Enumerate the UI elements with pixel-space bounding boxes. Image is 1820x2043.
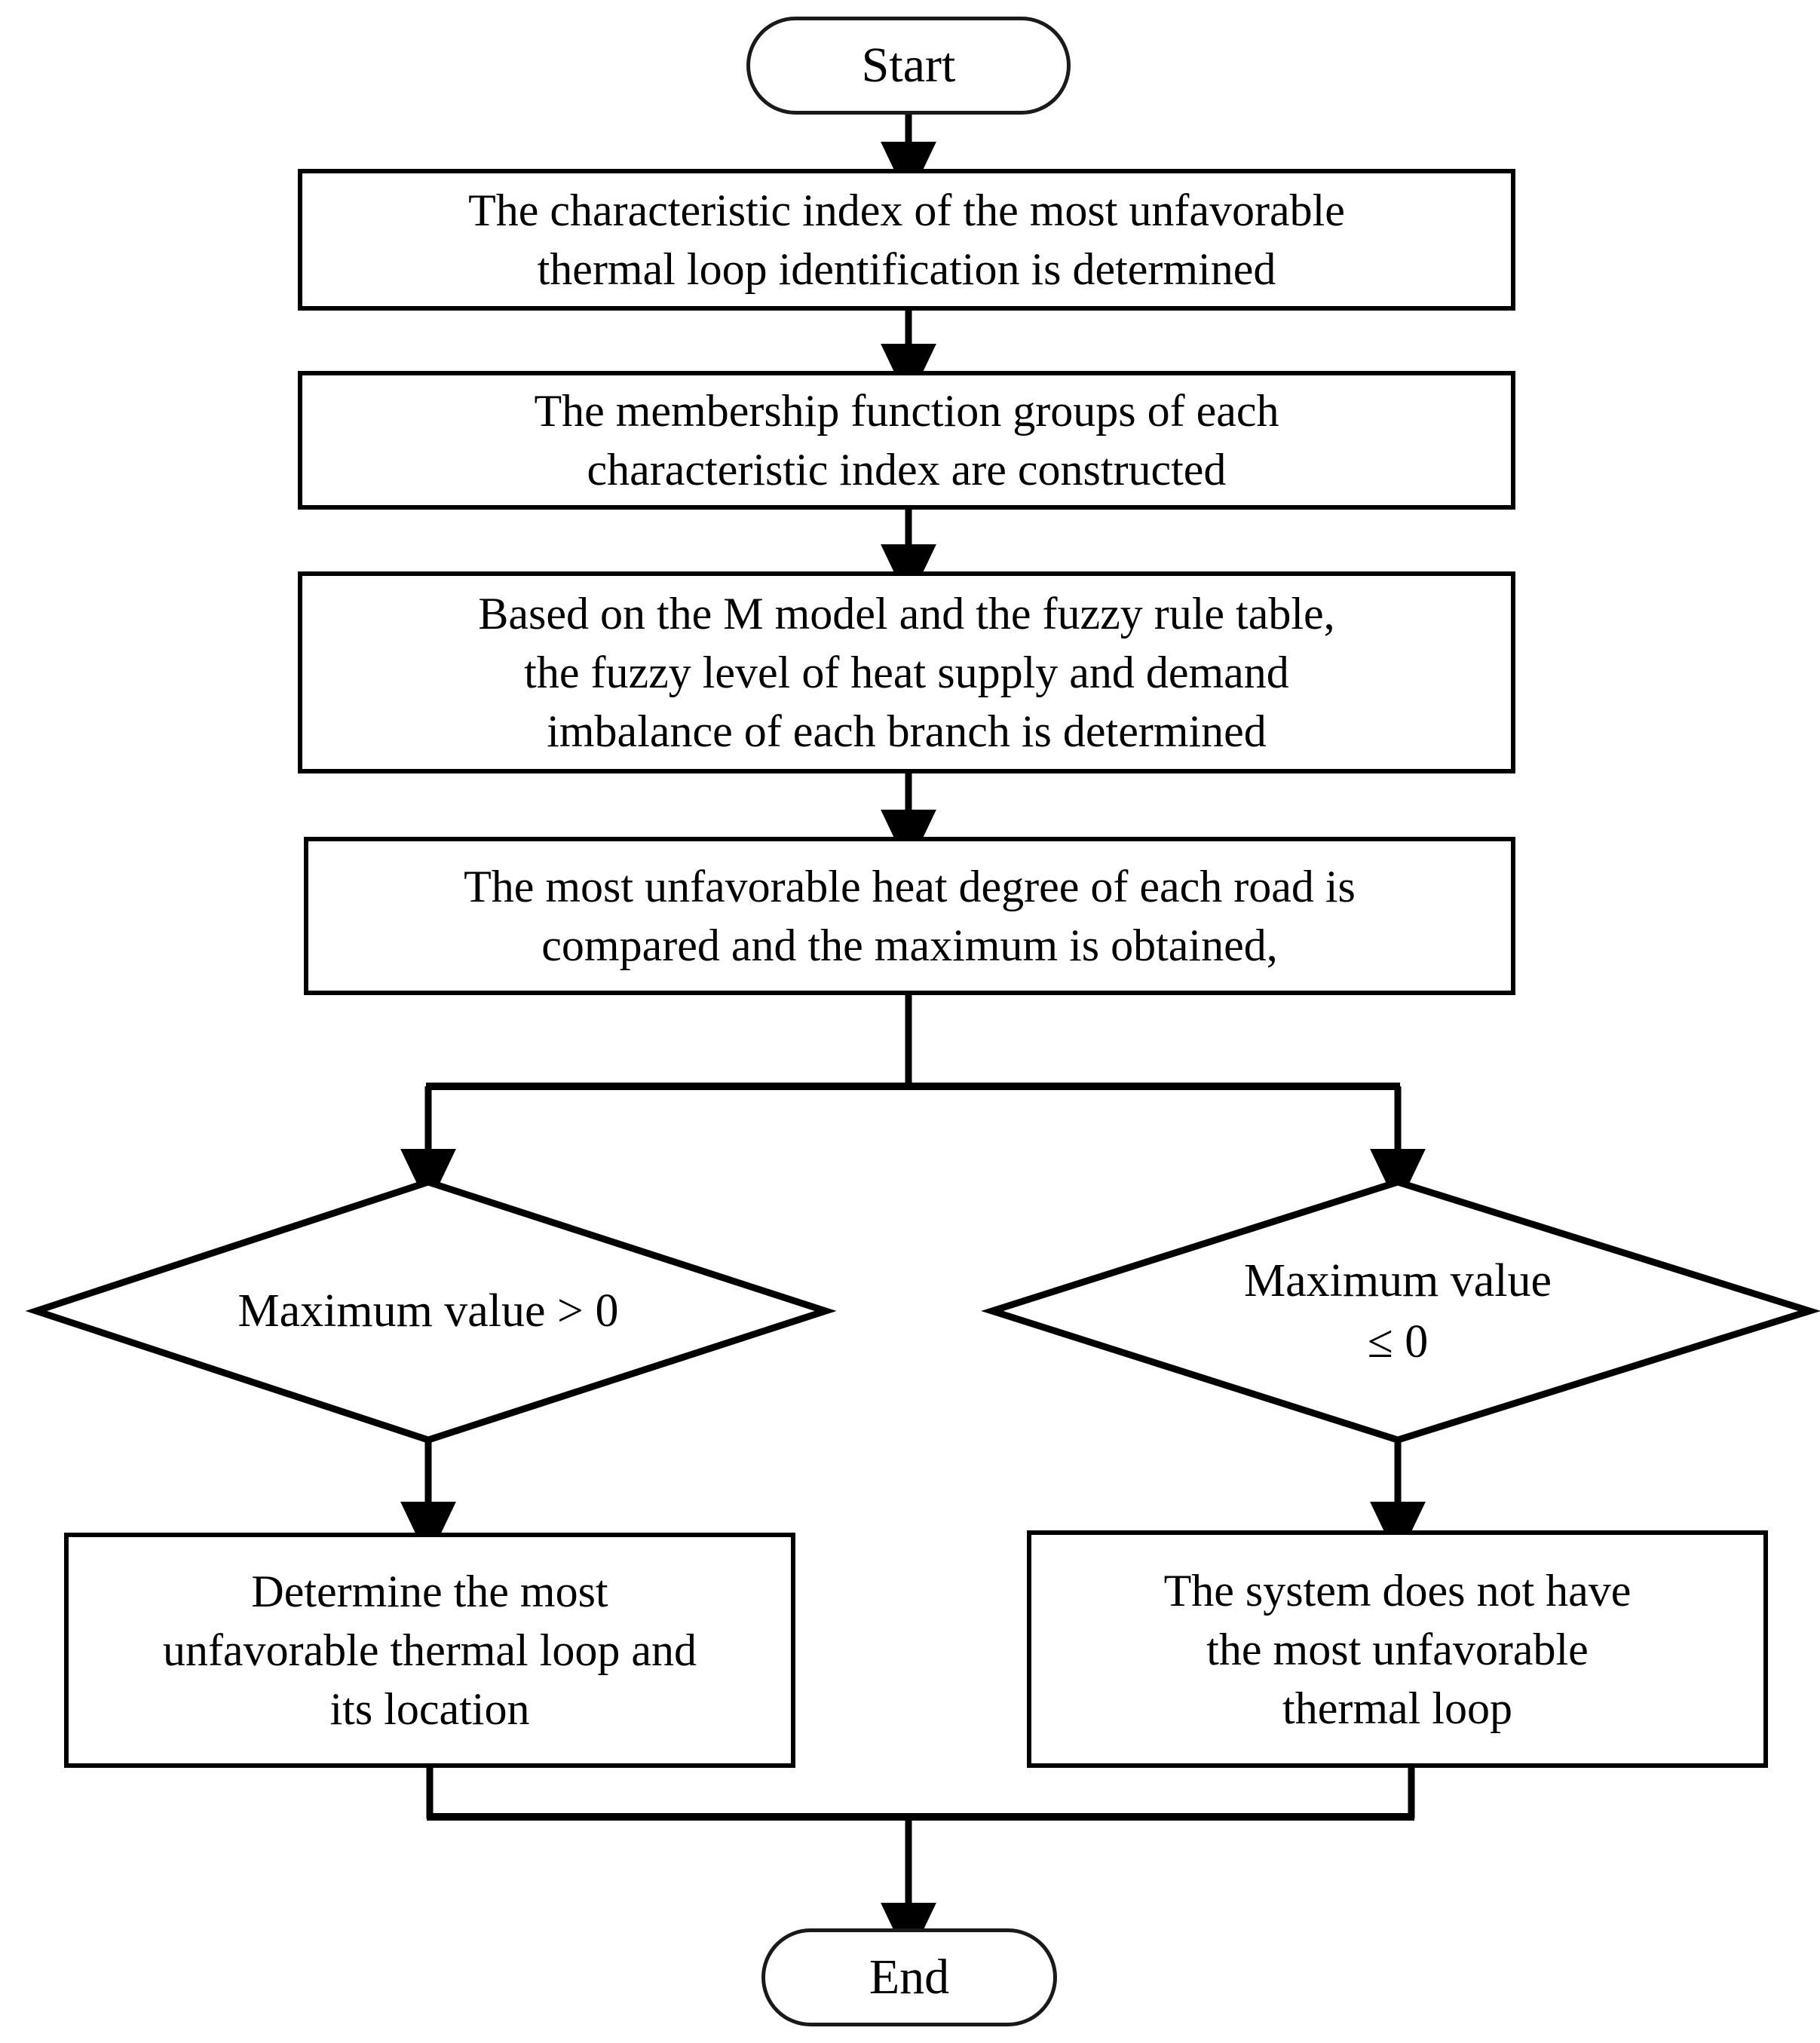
node-decision-right-label: Maximum value ≤ 0 xyxy=(1243,1255,1552,1368)
node-step4-label: The most unfavorable heat degree of each… xyxy=(464,862,1356,970)
node-result-left-label: Determine the most unfavorable thermal l… xyxy=(162,1567,697,1734)
node-decision-left[interactable]: Maximum value > 0 xyxy=(142,1273,715,1349)
node-step3-label: Based on the M model and the fuzzy rule … xyxy=(478,589,1335,756)
node-result-left[interactable]: Determine the most unfavorable thermal l… xyxy=(64,1533,795,1768)
node-end[interactable]: End xyxy=(761,1928,1057,2026)
node-step3[interactable]: Based on the M model and the fuzzy rule … xyxy=(298,571,1515,773)
node-decision-left-label: Maximum value > 0 xyxy=(237,1285,619,1337)
node-start[interactable]: Start xyxy=(746,17,1071,115)
node-start-label: Start xyxy=(861,38,956,93)
node-step4[interactable]: The most unfavorable heat degree of each… xyxy=(304,837,1515,995)
node-result-right-label: The system does not have the most unfavo… xyxy=(1163,1565,1632,1733)
node-step2-label: The membership function groups of each c… xyxy=(534,386,1279,495)
node-decision-right[interactable]: Maximum value ≤ 0 xyxy=(1111,1240,1684,1383)
node-step2[interactable]: The membership function groups of each c… xyxy=(298,371,1515,510)
node-end-label: End xyxy=(869,1950,950,2005)
node-result-right[interactable]: The system does not have the most unfavo… xyxy=(1027,1530,1768,1768)
node-step1-label: The characteristic index of the most unf… xyxy=(468,185,1345,294)
node-step1[interactable]: The characteristic index of the most unf… xyxy=(298,169,1515,311)
